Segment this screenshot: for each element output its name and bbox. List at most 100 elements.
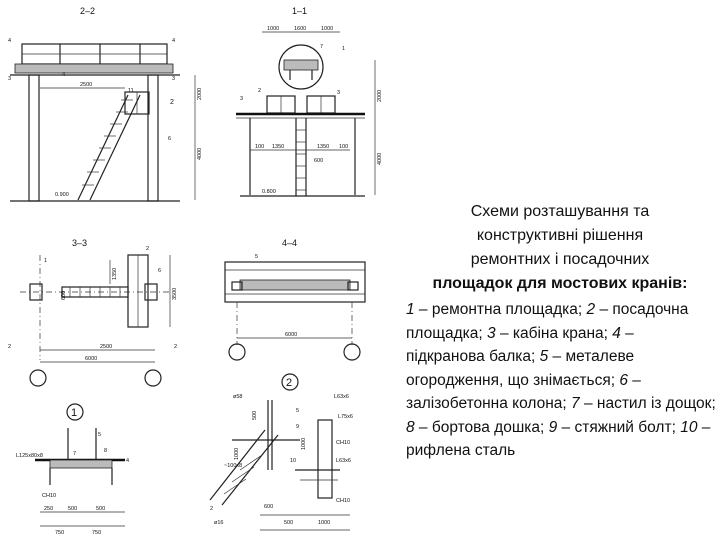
view-section-3-3: 3–3 2500 6000 1350 3500 600 1 2 2 2 6 (8, 238, 178, 387)
svg-text:500: 500 (252, 411, 258, 420)
svg-text:2500: 2500 (100, 344, 112, 350)
legend-item: – підкранова балка; (406, 324, 634, 366)
ladder-rail-a (77, 94, 129, 201)
svg-text:1: 1 (71, 407, 77, 419)
svg-text:1350: 1350 (272, 144, 284, 150)
svg-text:4: 4 (126, 458, 129, 464)
svg-text:L63x6: L63x6 (336, 458, 351, 464)
svg-text:600: 600 (264, 504, 273, 510)
legend-number: 10 (680, 418, 698, 436)
svg-text:1600: 1600 (294, 26, 306, 32)
svg-text:~100x8: ~100x8 (224, 463, 242, 469)
svg-text:6: 6 (158, 268, 161, 274)
legend-text: 1 – ремонтна площадка; 2 – посадочна пло… (406, 298, 716, 463)
svg-text:7: 7 (73, 451, 76, 457)
svg-text:СН10: СН10 (336, 440, 350, 446)
legend-number: 9 (548, 418, 558, 436)
caption-title-line: конструктивні рішення (476, 227, 644, 244)
axis-bubble-b (144, 369, 162, 387)
svg-text:8: 8 (104, 448, 107, 454)
legend-number: 2 (586, 301, 596, 318)
svg-text:ø58: ø58 (233, 394, 242, 400)
svg-text:3: 3 (337, 90, 340, 96)
svg-text:L125x80x8: L125x80x8 (16, 453, 43, 459)
svg-text:5: 5 (98, 432, 101, 438)
svg-text:1000: 1000 (321, 26, 333, 32)
legend-number: 1 (406, 301, 415, 318)
svg-text:6000: 6000 (285, 332, 297, 338)
svg-text:750: 750 (92, 530, 101, 536)
legend-item: – ремонтна площадка; (414, 301, 583, 318)
svg-text:3: 3 (172, 76, 175, 82)
svg-text:L75x6: L75x6 (338, 414, 353, 420)
engineering-drawing: 2–2 2500 2000 4000 0.900 (8, 6, 383, 536)
svg-text:СН10: СН10 (42, 493, 56, 499)
svg-text:2: 2 (210, 506, 213, 512)
caption-title-line: Схеми розташування та (470, 203, 650, 220)
svg-text:600: 600 (61, 291, 67, 300)
svg-text:750: 750 (55, 530, 64, 536)
legend-item: – настил із дощок; (579, 395, 716, 412)
callout-circle-1 (66, 403, 84, 421)
svg-text:4000: 4000 (197, 148, 203, 160)
ladder-plan (61, 286, 129, 298)
section-label-2-2: 2–2 (80, 6, 95, 16)
caption-block: Схеми розташування та конструктивні ріше… (404, 200, 716, 463)
svg-text:4: 4 (8, 38, 11, 44)
detail-2: 2 600 500 1000 500 1000 1000 ø58 ø16 ~10… (209, 373, 353, 531)
svg-text:1000: 1000 (318, 520, 330, 526)
legend-item: – кабіна крана; (495, 324, 613, 342)
svg-text:11: 11 (128, 88, 134, 94)
svg-text:2: 2 (170, 99, 174, 106)
svg-text:5: 5 (296, 408, 299, 414)
drawing-svg: 2–2 2500 2000 4000 0.900 (8, 6, 383, 536)
svg-text:1: 1 (342, 46, 345, 52)
svg-text:3500: 3500 (172, 288, 178, 300)
ladder-rail-b (89, 94, 141, 201)
caption-title-line: ремонтних і посадочних (470, 251, 650, 268)
svg-text:6: 6 (168, 136, 171, 142)
svg-text:1000: 1000 (234, 448, 240, 460)
svg-text:2000: 2000 (377, 90, 383, 102)
svg-text:10: 10 (290, 458, 296, 464)
legend-item: – рифлена сталь (406, 418, 711, 460)
svg-text:500: 500 (96, 506, 105, 512)
svg-text:2500: 2500 (80, 82, 92, 88)
caption-title-line: площадок для мостових кранів: (432, 275, 688, 292)
svg-text:0.800: 0.800 (262, 189, 276, 195)
svg-text:СН10: СН10 (336, 498, 350, 504)
svg-text:2: 2 (8, 344, 11, 350)
svg-text:2: 2 (258, 88, 261, 94)
legend-number: 8 (406, 418, 415, 436)
axis-bubble-a (29, 369, 47, 387)
legend-item: – посадочна площадка; (406, 301, 689, 342)
svg-text:3: 3 (8, 76, 11, 82)
svg-text:100: 100 (255, 144, 264, 150)
svg-text:L63x6: L63x6 (334, 394, 349, 400)
svg-text:5: 5 (255, 254, 258, 260)
svg-text:1350: 1350 (317, 144, 329, 150)
svg-text:3: 3 (240, 96, 243, 102)
view-section-1-1: 1–1 1000 1600 1000 1 7 100 1350 1 (236, 6, 383, 197)
section-label-1-1: 1–1 (292, 6, 307, 16)
column-left (28, 74, 40, 202)
legend-item: – металеве огородження, що знімається; (406, 348, 635, 389)
svg-text:2: 2 (174, 344, 177, 350)
svg-text:2: 2 (146, 246, 149, 252)
legend-item: – стяжний болт; (557, 418, 681, 436)
svg-text:1000: 1000 (267, 26, 279, 32)
svg-text:2000: 2000 (197, 88, 203, 100)
svg-text:1000: 1000 (301, 438, 307, 450)
svg-text:250: 250 (44, 506, 53, 512)
view-section-4-4: 4–4 6000 5 (224, 238, 366, 361)
detail-circle-1 (278, 44, 324, 90)
legend-number: 5 (539, 348, 549, 365)
callout-circle-2 (281, 373, 299, 391)
svg-text:100: 100 (339, 144, 348, 150)
svg-text:4000: 4000 (377, 153, 383, 165)
section-label-4-4: 4–4 (282, 238, 297, 248)
svg-text:1: 1 (44, 258, 47, 264)
svg-text:500: 500 (284, 520, 293, 526)
section-label-3-3: 3–3 (72, 238, 87, 248)
svg-text:1350: 1350 (112, 268, 118, 280)
